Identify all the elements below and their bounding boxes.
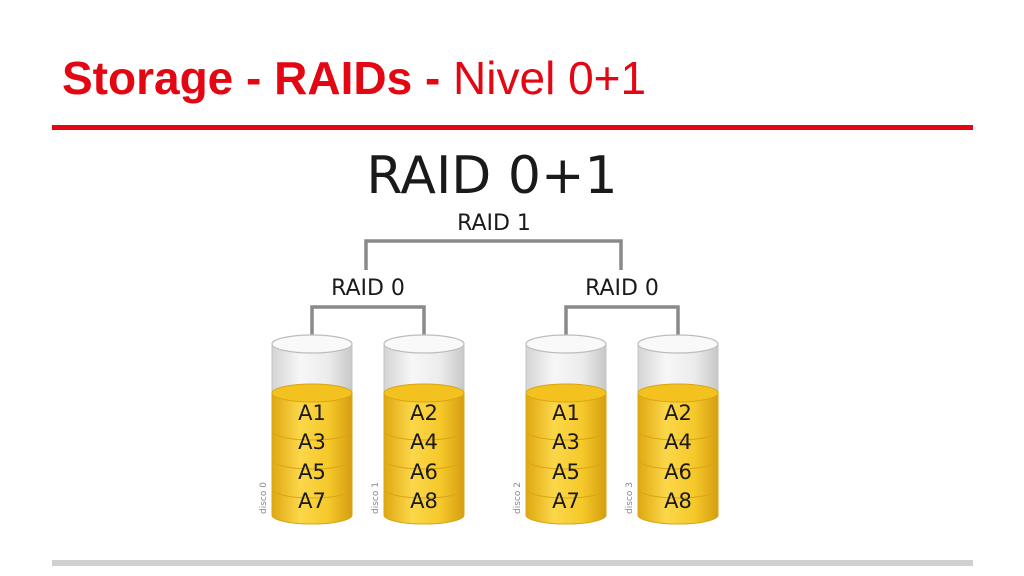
diagram-title: RAID 0+1	[366, 146, 617, 206]
disk-0-block-4-label: A7	[298, 489, 326, 513]
disk-2-name: disco 2	[513, 482, 523, 514]
disk-1-fill-top	[383, 383, 465, 403]
disk-0-name: disco 0	[259, 482, 269, 514]
disk-1-block-1-label: A2	[410, 401, 438, 425]
disk-2-fill-top	[525, 383, 607, 403]
disk-3: A2 A4 A6 A8 disco 3	[625, 334, 719, 525]
disk-3-rim	[637, 334, 719, 354]
disk-3-block-4-label: A8	[664, 489, 692, 513]
raid0-label-right: RAID 0	[585, 276, 659, 301]
disk-1-block-2-label: A4	[410, 430, 438, 454]
disk-0-rim	[271, 334, 353, 354]
footer-divider	[52, 560, 973, 566]
disk-1-block-3-label: A6	[410, 460, 438, 484]
disk-1: A2 A4 A6 A8 disco 1	[371, 334, 465, 525]
disk-1-block-4	[383, 488, 465, 525]
disk-0-fill-top	[271, 383, 353, 403]
disk-0-block-4	[271, 488, 353, 525]
disk-2-block-4-label: A7	[552, 489, 580, 513]
slide-title-main: Storage - RAIDs -	[62, 52, 454, 104]
title-divider	[52, 125, 973, 130]
disk-2-block-3	[525, 459, 607, 499]
disk-3-block-4	[637, 488, 719, 525]
disk-1-block-1	[383, 392, 465, 441]
disk-3-fill-top	[637, 383, 719, 403]
disk-1-block-2	[383, 430, 465, 470]
disk-2: A1 A3 A5 A7 disco 2	[513, 334, 607, 525]
disk-1-rim	[383, 334, 465, 354]
raid1-connector	[364, 239, 623, 270]
disk-0-block-3	[271, 459, 353, 499]
disk-2-block-4	[525, 488, 607, 525]
disk-3-block-3	[637, 459, 719, 499]
raid0-label-left: RAID 0	[331, 276, 405, 301]
disk-0: A1 A3 A5 A7 disco 0	[259, 334, 353, 525]
disk-0-block-1	[271, 392, 353, 441]
disk-2-block-1-label: A1	[552, 401, 580, 425]
disk-0-block-3-label: A5	[298, 460, 326, 484]
disk-2-block-2-label: A3	[552, 430, 580, 454]
disk-3-block-3-label: A6	[664, 460, 692, 484]
disk-2-block-2	[525, 430, 607, 470]
disk-3-block-2-label: A4	[664, 430, 692, 454]
disk-3-block-1	[637, 392, 719, 441]
slide-title-sub: Nivel 0+1	[453, 52, 647, 104]
disk-2-block-3-label: A5	[552, 460, 580, 484]
disk-3-name: disco 3	[625, 482, 635, 514]
slide-title: Storage - RAIDs - Nivel 0+1	[62, 48, 646, 108]
disk-3-block-1-label: A2	[664, 401, 692, 425]
raid0-connector-left	[310, 305, 426, 342]
disk-0-block-2-label: A3	[298, 430, 326, 454]
disk-1-block-4-label: A8	[410, 489, 438, 513]
disk-1-name: disco 1	[371, 482, 381, 514]
disk-3-block-2	[637, 430, 719, 470]
raid1-label: RAID 1	[457, 211, 531, 236]
disk-1-block-3	[383, 459, 465, 499]
disk-0-block-2	[271, 430, 353, 470]
disk-2-rim	[525, 334, 607, 354]
disk-0-block-1-label: A1	[298, 401, 326, 425]
raid0-connector-right	[564, 305, 680, 342]
disk-2-block-1	[525, 392, 607, 441]
